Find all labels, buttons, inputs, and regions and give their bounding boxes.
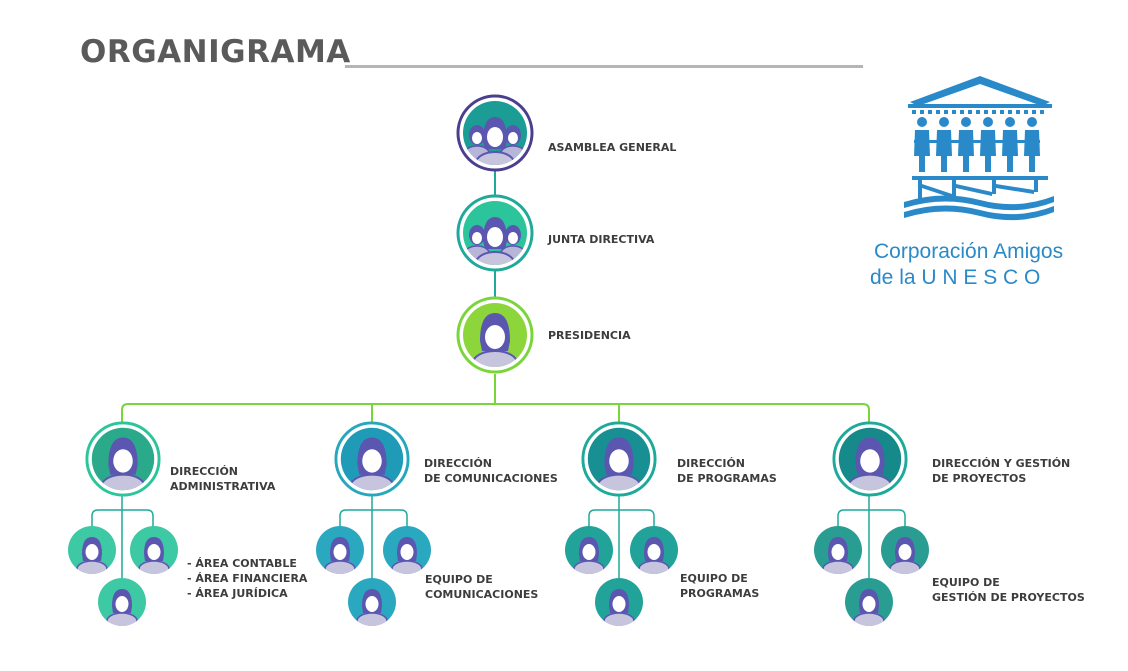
- team-line-1: EQUIPO DE: [932, 576, 1000, 589]
- team-member-icon: [316, 526, 364, 574]
- team-label-comunicaciones: EQUIPO DE COMUNICACIONES: [425, 572, 538, 602]
- junta-directiva-label: JUNTA DIRECTIVA: [548, 233, 655, 246]
- team-member-icon: [845, 578, 893, 626]
- connector-direction-bus: [121, 403, 870, 424]
- title-divider: [345, 65, 863, 68]
- asamblea-general-label: ASAMBLEA GENERAL: [548, 141, 677, 154]
- team-tree-4: [837, 494, 906, 580]
- direccion-programas-line2: DE PROGRAMAS: [677, 472, 777, 485]
- team-line-2: GESTIÓN DE PROYECTOS: [932, 591, 1085, 604]
- direccion-programas-label: DIRECCIÓN DE PROGRAMAS: [677, 456, 777, 486]
- team-line-2: PROGRAMAS: [680, 587, 760, 600]
- page-title: ORGANIGRAMA: [80, 34, 351, 70]
- direccion-administrativa-line2: ADMINISTRATIVA: [170, 480, 276, 493]
- logo-text-line2: de la U N E S C O: [870, 266, 1041, 289]
- team-tree-3: [588, 494, 655, 580]
- direccion-proyectos-line1: DIRECCIÓN Y GESTIÓN: [932, 457, 1071, 470]
- direccion-proyectos-line2: DE PROYECTOS: [932, 472, 1027, 485]
- direccion-comunicaciones-line1: DIRECCIÓN: [424, 457, 493, 470]
- team-member-icon: [814, 526, 862, 574]
- team-line-1: EQUIPO DE: [680, 572, 748, 585]
- team-line-area-financiera: - ÁREA FINANCIERA: [187, 572, 308, 585]
- team-member-icon: [630, 526, 678, 574]
- unesco-corporation-logo: [862, 72, 1098, 292]
- building-people-logo-icon: [904, 76, 1054, 221]
- direccion-administrativa-person-icon: [85, 421, 161, 497]
- team-member-icon: [881, 526, 929, 574]
- direccion-proyectos-label: DIRECCIÓN Y GESTIÓN DE PROYECTOS: [932, 456, 1070, 486]
- direccion-comunicaciones-person-icon: [334, 421, 410, 497]
- asamblea-general-group-icon: [456, 94, 534, 172]
- team-line-area-juridica: - ÁREA JURÍDICA: [187, 587, 288, 600]
- team-member-icon: [98, 578, 146, 626]
- direccion-programas-person-icon: [581, 421, 657, 497]
- direccion-proyectos-person-icon: [832, 421, 908, 497]
- team-tree-1: [91, 494, 154, 580]
- team-member-icon: [565, 526, 613, 574]
- presidencia-person-icon: [456, 296, 534, 374]
- direccion-comunicaciones-line2: DE COMUNICACIONES: [424, 472, 558, 485]
- junta-directiva-group-icon: [456, 194, 534, 272]
- team-tree-2: [339, 494, 408, 580]
- team-member-icon: [383, 526, 431, 574]
- logo-text-line1: Corporación Amigos: [874, 240, 1064, 263]
- team-member-icon: [348, 578, 396, 626]
- team-label-programas: EQUIPO DE PROGRAMAS: [680, 571, 759, 601]
- team-label-administrativa: - ÁREA CONTABLE - ÁREA FINANCIERA - ÁREA…: [187, 556, 307, 601]
- team-member-icon: [68, 526, 116, 574]
- team-member-icon: [130, 526, 178, 574]
- team-member-icon: [595, 578, 643, 626]
- presidencia-label: PRESIDENCIA: [548, 329, 631, 342]
- team-line-1: EQUIPO DE: [425, 573, 493, 586]
- team-label-proyectos: EQUIPO DE GESTIÓN DE PROYECTOS: [932, 575, 1085, 605]
- direccion-comunicaciones-label: DIRECCIÓN DE COMUNICACIONES: [424, 456, 558, 486]
- team-line-area-contable: - ÁREA CONTABLE: [187, 557, 297, 570]
- direccion-administrativa-label: DIRECCIÓN ADMINISTRATIVA: [170, 464, 275, 494]
- direccion-administrativa-line1: DIRECCIÓN: [170, 465, 239, 478]
- team-line-2: COMUNICACIONES: [425, 588, 539, 601]
- direccion-programas-line1: DIRECCIÓN: [677, 457, 746, 470]
